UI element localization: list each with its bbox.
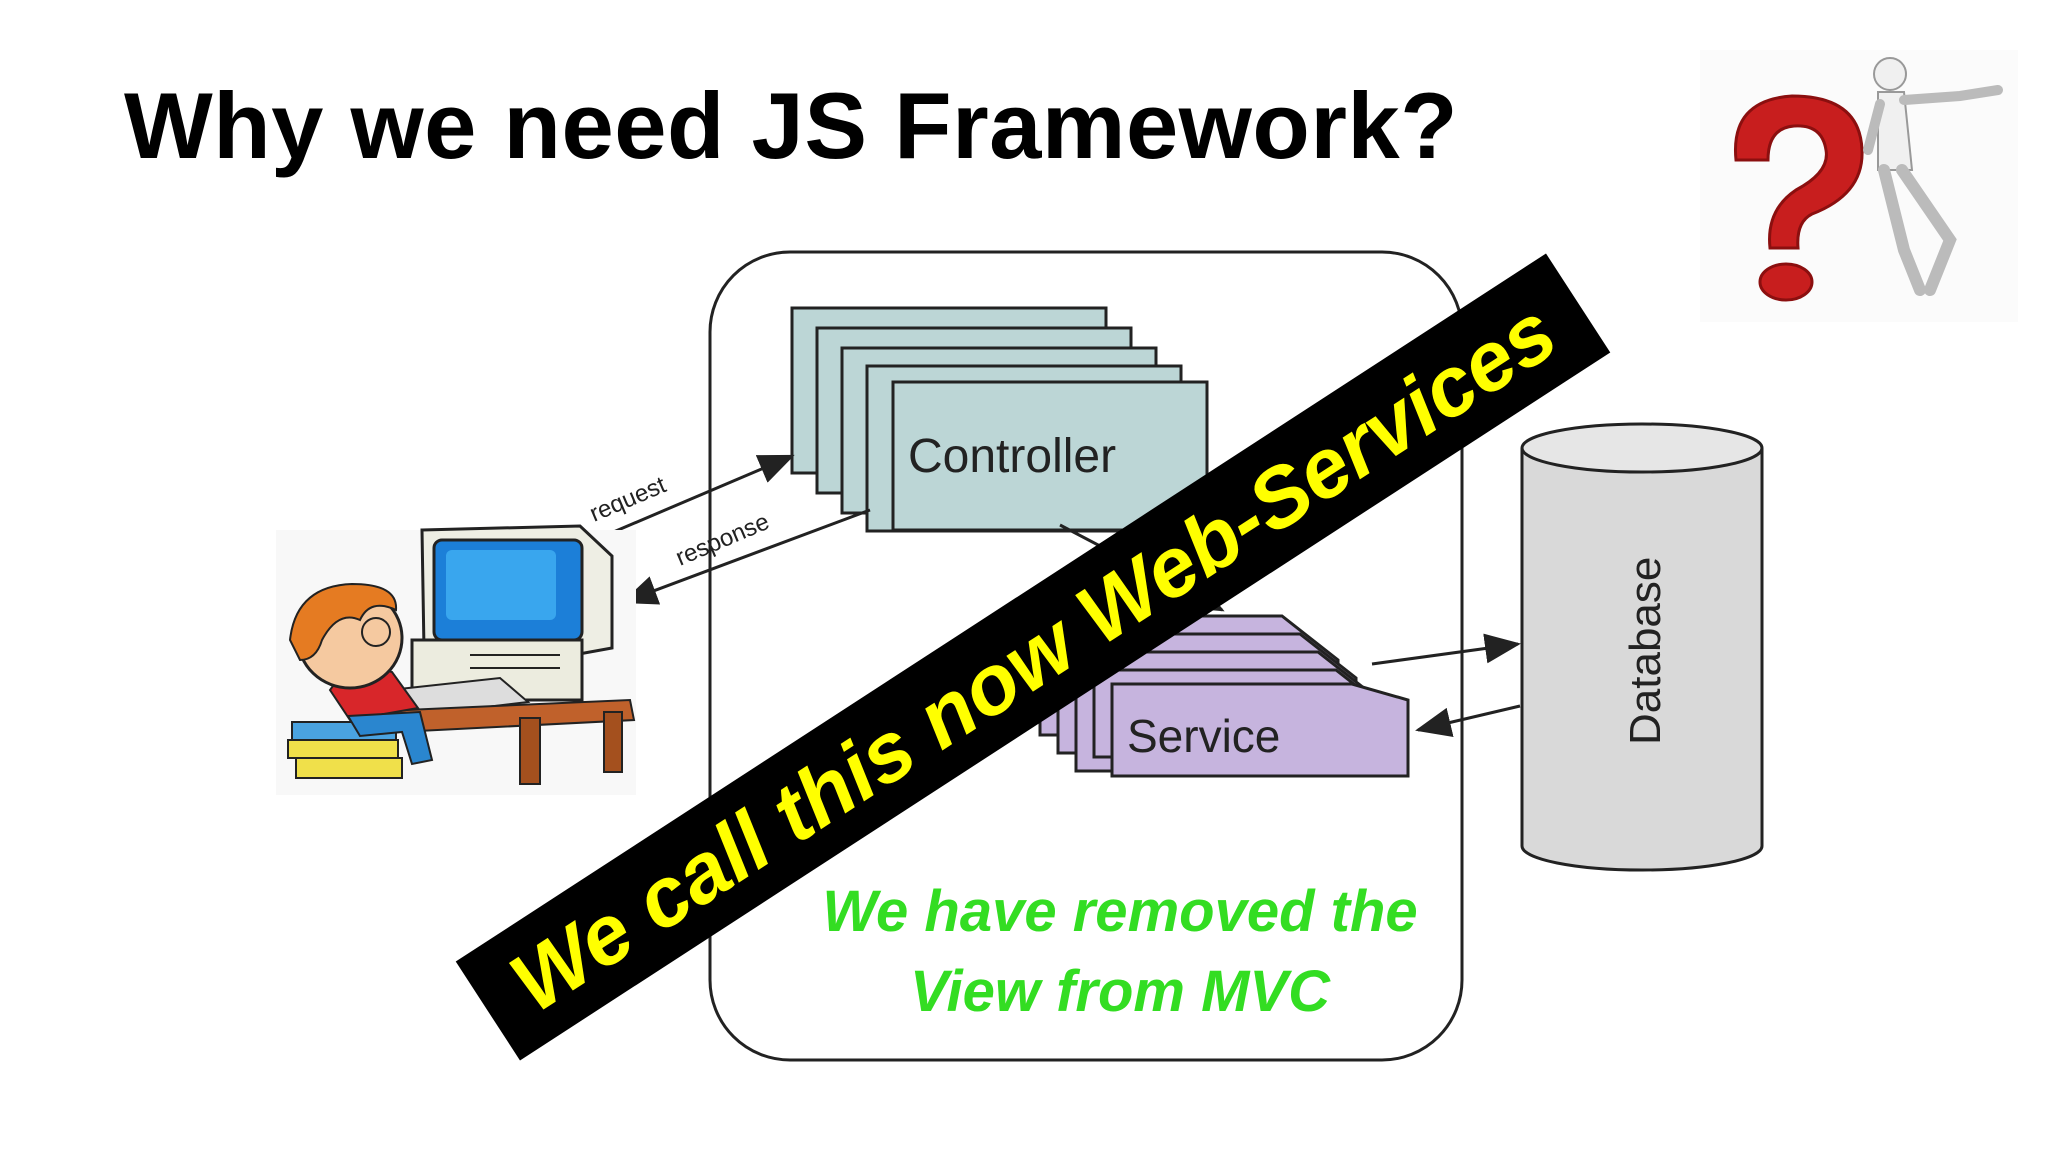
person-at-computer-icon <box>276 524 636 795</box>
request-arrow <box>589 454 795 544</box>
note-line-2: View from MVC <box>909 959 1331 1024</box>
service-to-db-arrow <box>1371 633 1521 666</box>
controller-stack <box>790 306 1209 533</box>
database-label: Database <box>1621 557 1670 745</box>
note-line-1: We have removed the <box>822 879 1418 944</box>
database-cylinder <box>1520 422 1764 872</box>
response-arrow <box>621 508 871 605</box>
controller-label: Controller <box>908 430 1116 483</box>
slide-title: Why we need JS Framework? <box>124 73 1459 178</box>
service-label: Service <box>1127 710 1280 762</box>
mvc-note: We have removed the View from MVC <box>700 872 1540 1032</box>
service-stack <box>1038 614 1410 778</box>
request-label: request <box>586 471 671 527</box>
question-mark-figure-icon <box>1700 50 2018 322</box>
db-to-service-arrow <box>1415 704 1521 738</box>
